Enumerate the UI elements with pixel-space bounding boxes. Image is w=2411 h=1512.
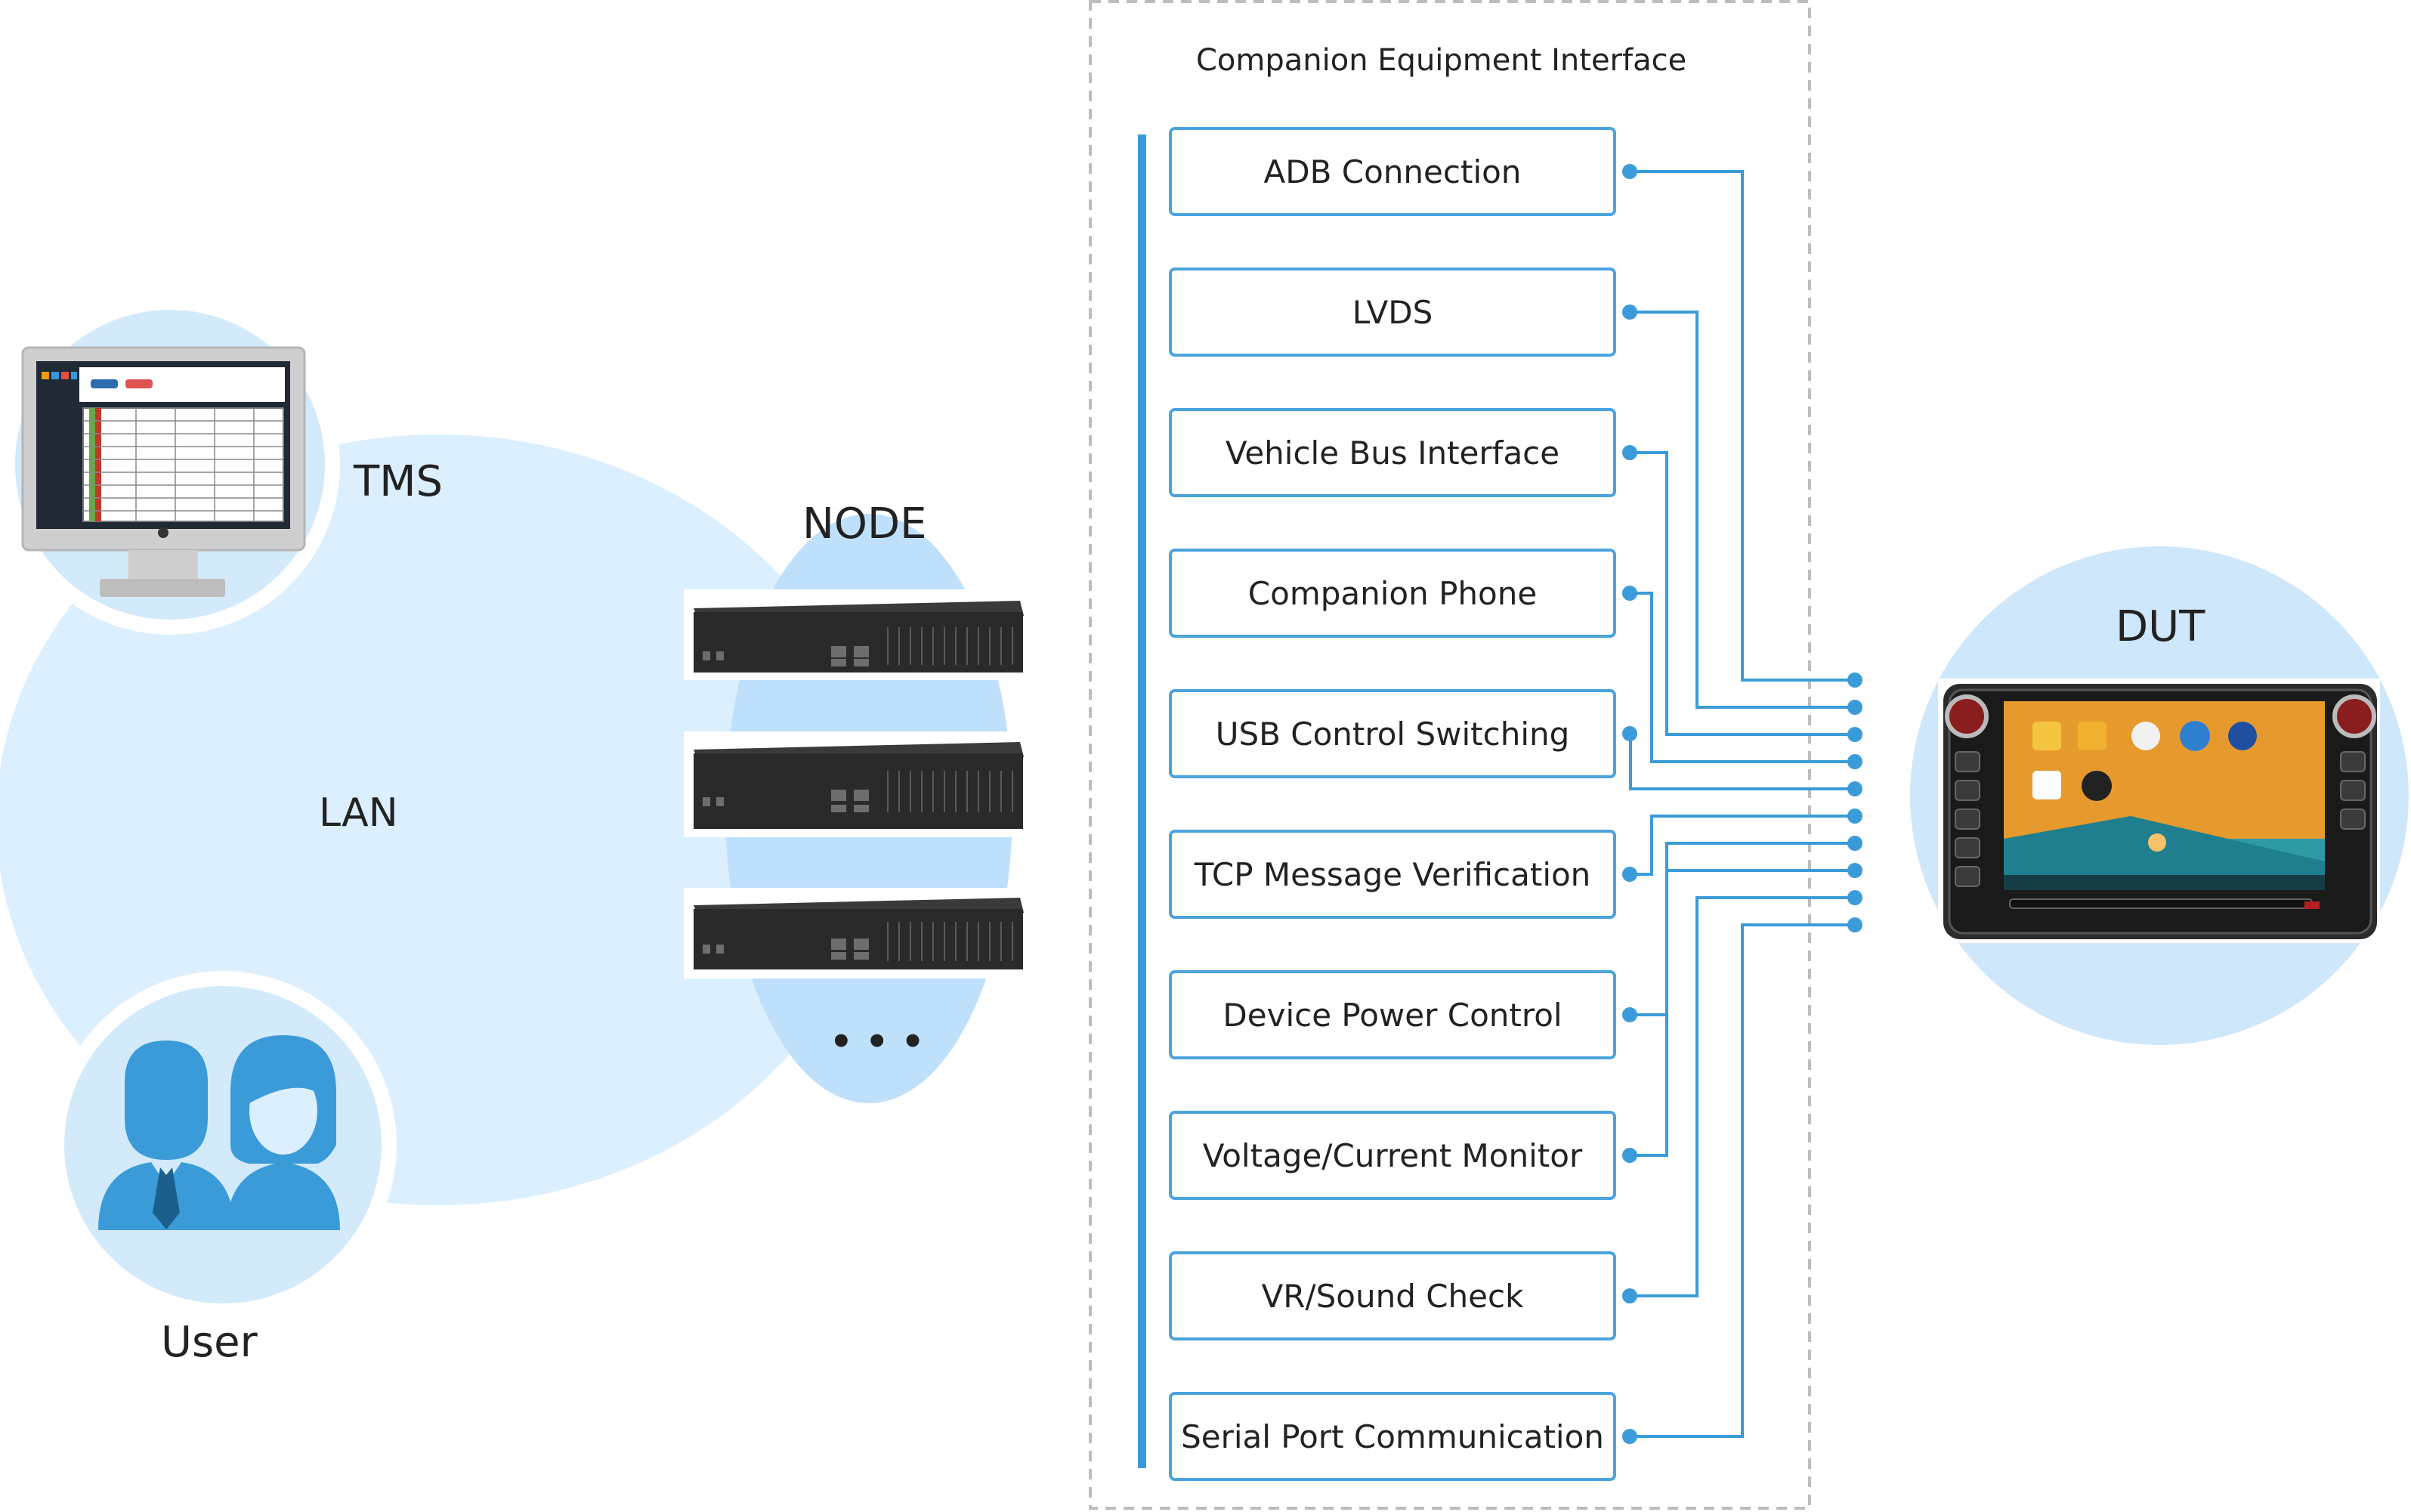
wire-start-dot	[1622, 726, 1637, 741]
user-label: User	[161, 1318, 258, 1367]
interface-label: TCP Message Verification	[1194, 856, 1591, 893]
panel-title: Companion Equipment Interface	[1196, 43, 1686, 78]
panel-bus-bar	[1138, 135, 1146, 1468]
node-more-label: • • •	[830, 1021, 924, 1063]
wire-start-dot	[1622, 1288, 1637, 1303]
lan-label: LAN	[319, 790, 398, 836]
wire-start-dot	[1622, 867, 1637, 882]
tms-label: TMS	[353, 457, 443, 506]
wire-end-dot	[1847, 809, 1862, 824]
wire-end-dot	[1847, 754, 1862, 769]
interface-label: USB Control Switching	[1216, 716, 1570, 753]
interface-item: Vehicle Bus Interface	[1169, 408, 1616, 497]
node-group: NODE	[684, 499, 1028, 1063]
interface-item: LVDS	[1169, 267, 1616, 357]
interface-box	[1169, 408, 1616, 497]
interface-box	[1169, 970, 1616, 1059]
user-group: User	[49, 971, 397, 1367]
node-label: NODE	[802, 499, 926, 549]
interface-label: VR/Sound Check	[1262, 1278, 1525, 1315]
wire-end-dot	[1847, 781, 1862, 796]
wire-end-dot	[1847, 836, 1862, 851]
interface-item: Voltage/Current Monitor	[1169, 1111, 1616, 1200]
interface-wire	[1630, 170, 1855, 682]
interface-label: Serial Port Communication	[1181, 1418, 1604, 1455]
users-icon	[98, 1035, 340, 1230]
interface-wire	[1630, 923, 1855, 1438]
wire-start-dot	[1622, 1429, 1637, 1444]
dut-label: DUT	[2116, 602, 2205, 651]
interface-item: Serial Port Communication	[1169, 1392, 1616, 1481]
wire-start-dot	[1622, 305, 1637, 320]
interface-label: Companion Phone	[1248, 575, 1537, 612]
interface-box	[1169, 549, 1616, 638]
companion-panel: Companion Equipment Interface ADB Connec…	[1089, 0, 1862, 1510]
interface-wire	[1630, 869, 1855, 1157]
interface-item: Companion Phone	[1169, 549, 1616, 638]
interface-box	[1169, 689, 1616, 778]
panel-border	[1089, 0, 1811, 1510]
interface-item: ADB Connection	[1169, 127, 1616, 216]
interface-item: TCP Message Verification	[1169, 830, 1616, 919]
server-icon	[684, 589, 1028, 680]
interface-box	[1169, 127, 1616, 216]
interface-label: Voltage/Current Monitor	[1203, 1137, 1583, 1174]
wire-end-dot	[1847, 863, 1862, 878]
wire-start-dot	[1622, 1007, 1637, 1022]
server-icon	[684, 888, 1028, 979]
wire-end-dot	[1847, 890, 1862, 905]
interface-box	[1169, 267, 1616, 357]
interface-label: Vehicle Bus Interface	[1226, 434, 1559, 472]
interface-box	[1169, 1392, 1616, 1481]
interface-wire	[1630, 815, 1855, 876]
interface-item: Device Power Control	[1169, 970, 1616, 1059]
interface-wire	[1630, 451, 1855, 736]
wire-end-dot	[1847, 700, 1862, 715]
wire-start-dot	[1622, 586, 1637, 601]
dut-group: DUT	[1910, 546, 2409, 1045]
interface-box	[1169, 1251, 1616, 1340]
tms-group: TMS	[0, 295, 443, 635]
wire-start-dot	[1622, 445, 1637, 460]
car-head-unit-icon	[1938, 679, 2380, 943]
server-icon	[684, 731, 1028, 837]
interface-label: LVDS	[1352, 294, 1433, 331]
interface-label: Device Power Control	[1223, 997, 1562, 1034]
interface-item: USB Control Switching	[1169, 689, 1616, 778]
monitor-icon	[21, 346, 306, 597]
interface-wire	[1630, 592, 1855, 763]
interface-box	[1169, 1111, 1616, 1200]
interface-label: ADB Connection	[1264, 153, 1522, 190]
interface-box	[1169, 830, 1616, 919]
interface-wire	[1630, 896, 1855, 1297]
wire-end-dot	[1847, 917, 1862, 932]
interface-wires	[1622, 164, 1862, 1444]
interface-wire	[1630, 311, 1855, 709]
wire-end-dot	[1847, 673, 1862, 688]
wire-end-dot	[1847, 727, 1862, 742]
wire-start-dot	[1622, 164, 1637, 179]
wire-start-dot	[1622, 1148, 1637, 1163]
interface-item: VR/Sound Check	[1169, 1251, 1616, 1340]
